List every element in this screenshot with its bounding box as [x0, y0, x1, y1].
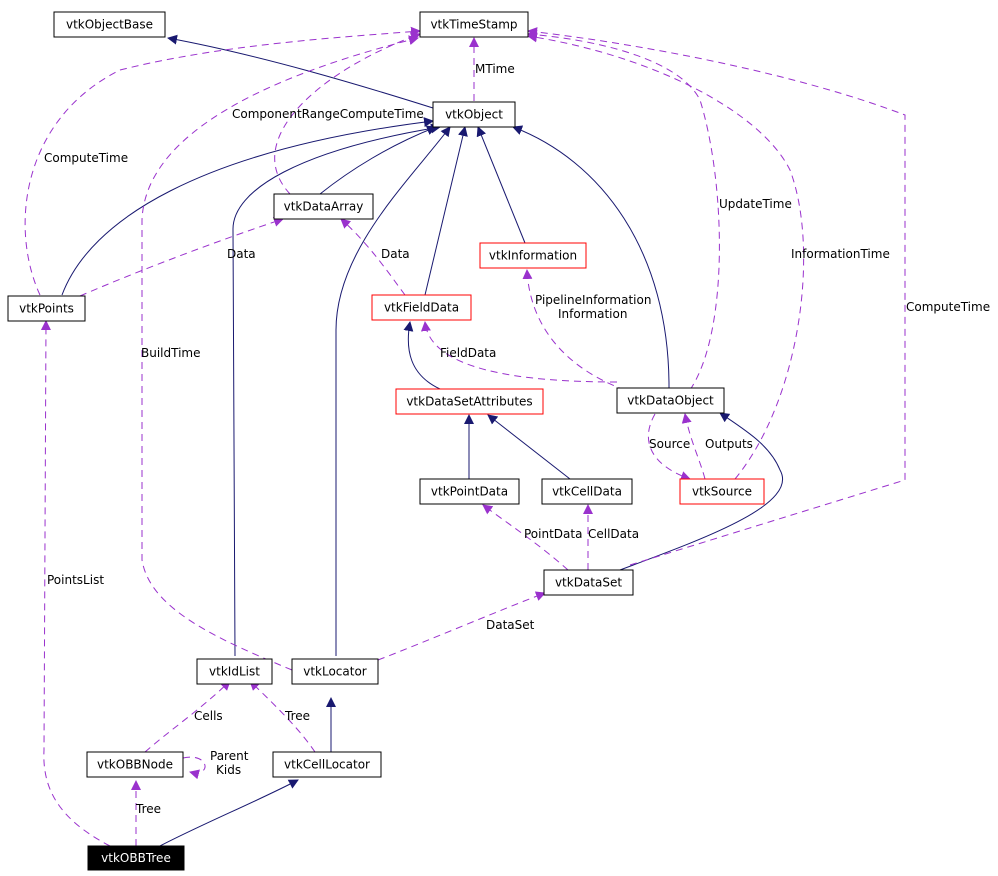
- edge-vtkCellLocator-tree: [249, 680, 316, 753]
- node-vtkObject[interactable]: vtkObject: [432, 101, 516, 128]
- node-label: vtkOBBTree: [101, 851, 171, 865]
- label-pipeline-information: PipelineInformation: [535, 293, 651, 307]
- node-vtkObjectBase[interactable]: vtkObjectBase: [53, 11, 166, 38]
- label-build-time: BuildTime: [141, 346, 201, 360]
- label-update-time: UpdateTime: [719, 197, 792, 211]
- label-fielddata-data: Data: [381, 247, 410, 261]
- edge-vtkDataArray-componentrange: [274, 32, 421, 195]
- label-kids: Kids: [216, 763, 241, 777]
- node-vtkCellData[interactable]: vtkCellData: [541, 478, 633, 505]
- node-vtkLocator[interactable]: vtkLocator: [291, 658, 379, 685]
- node-label: vtkPointData: [431, 485, 508, 499]
- label-points-compute-time: ComputeTime: [44, 151, 128, 165]
- label-outputs: Outputs: [705, 437, 753, 451]
- node-vtkDataSetAttributes[interactable]: vtkDataSetAttributes: [395, 388, 544, 415]
- node-label: vtkDataArray: [284, 200, 364, 214]
- edge-vtkDataSet-pointdata: [482, 504, 569, 571]
- label-dataset-compute-time: ComputeTime: [906, 300, 990, 314]
- edge-vtkPoints-data: [79, 217, 284, 297]
- edge-vtkSource-to-vtkDataObject-outputs: [681, 413, 706, 480]
- node-vtkInformation[interactable]: vtkInformation: [479, 242, 587, 269]
- edge-vtkFieldData-data: [340, 218, 406, 296]
- node-label: vtkInformation: [489, 249, 577, 263]
- node-label: vtkFieldData: [384, 301, 459, 315]
- inheritance-edges: [61, 34, 783, 847]
- label-points-list: PointsList: [47, 573, 104, 587]
- edge-vtkDataObject-updatetime: [527, 29, 720, 391]
- edge-vtkDataObject-to-vtkObject: [512, 125, 670, 391]
- node-vtkDataSet[interactable]: vtkDataSet: [543, 569, 634, 596]
- edge-vtkSource-informationtime: [527, 32, 805, 480]
- node-label: vtkPoints: [19, 302, 74, 316]
- node-label: vtkCellData: [552, 485, 622, 499]
- node-vtkPointData[interactable]: vtkPointData: [419, 478, 520, 505]
- edge-vtkOBBTree-to-vtkCellLocator: [159, 779, 299, 847]
- edge-vtkDataSet-computetime: [527, 27, 906, 566]
- label-dataset: DataSet: [486, 618, 535, 632]
- label-mtime: MTime: [475, 62, 515, 76]
- edge-vtkPoints-to-vtkObject: [61, 117, 434, 296]
- node-vtkOBBTree[interactable]: vtkOBBTree: [87, 845, 185, 871]
- label-information: Information: [558, 307, 627, 321]
- node-label: vtkTimeStamp: [430, 18, 517, 32]
- edge-vtkPoints-computetime: [24, 26, 421, 296]
- label-points-data: Data: [227, 247, 256, 261]
- label-source: Source: [649, 437, 690, 451]
- node-label: vtkDataSetAttributes: [406, 395, 532, 409]
- label-cell-data: CellData: [588, 527, 639, 541]
- edge-vtkLocator-dataset: [377, 591, 546, 661]
- node-label: vtkCellLocator: [284, 758, 370, 772]
- node-label: vtkObjectBase: [66, 18, 153, 32]
- label-obb-tree: Tree: [135, 802, 161, 816]
- node-label: vtkOBBNode: [97, 758, 173, 772]
- node-label: vtkDataSet: [555, 576, 622, 590]
- label-parent: Parent: [210, 749, 249, 763]
- label-field-data: FieldData: [440, 346, 496, 360]
- edge-vtkDataObject-to-vtkSource-source: [647, 413, 691, 481]
- node-vtkDataObject[interactable]: vtkDataObject: [616, 387, 725, 414]
- edge-vtkOBBNode-parentkids: [182, 756, 206, 780]
- edge-vtkInformation-to-vtkObject: [476, 126, 526, 244]
- node-vtkFieldData[interactable]: vtkFieldData: [371, 294, 472, 321]
- edge-vtkDataSetAttributes-to-vtkFieldData: [403, 321, 441, 390]
- edge-vtkCellData-to-vtkDataSetAttributes: [487, 414, 571, 480]
- edge-vtkObject-to-vtkObjectBase: [167, 34, 434, 109]
- nodes: vtkObjectBase vtkTimeStamp vtkObject vtk…: [7, 11, 765, 871]
- edge-vtkDataArray-to-vtkObject: [319, 125, 437, 195]
- node-vtkPoints[interactable]: vtkPoints: [7, 295, 86, 322]
- edge-vtkFieldData-to-vtkObject: [424, 126, 468, 296]
- edge-vtkDataObject-pipelineinformation: [522, 269, 626, 391]
- edge-vtkLocator-to-vtkObject: [335, 126, 451, 656]
- edge-vtkOBBNode-cells: [144, 680, 231, 753]
- node-vtkIdList[interactable]: vtkIdList: [196, 658, 273, 685]
- node-label: vtkDataObject: [627, 394, 714, 408]
- label-information-time: InformationTime: [791, 247, 890, 261]
- node-label: vtkSource: [692, 485, 752, 499]
- label-component-range: ComponentRangeComputeTime: [232, 107, 424, 121]
- member-edges: [24, 26, 906, 847]
- edge-vtkLocator-buildtime: [141, 35, 419, 671]
- label-locator-tree: Tree: [284, 709, 310, 723]
- edge-labels: MTime ComponentRangeComputeTime ComputeT…: [44, 62, 990, 816]
- node-label: vtkIdList: [209, 665, 260, 679]
- node-vtkSource[interactable]: vtkSource: [679, 478, 765, 505]
- edge-vtkIdList-to-vtkObject: [232, 123, 441, 657]
- edge-vtkDataSet-to-vtkDataObject: [619, 412, 783, 571]
- node-vtkDataArray[interactable]: vtkDataArray: [273, 193, 374, 220]
- label-cells: Cells: [194, 709, 223, 723]
- node-label: vtkObject: [445, 108, 503, 122]
- node-label: vtkLocator: [303, 665, 367, 679]
- node-vtkTimeStamp[interactable]: vtkTimeStamp: [419, 11, 529, 38]
- node-vtkOBBNode[interactable]: vtkOBBNode: [86, 751, 184, 778]
- node-vtkCellLocator[interactable]: vtkCellLocator: [272, 751, 382, 778]
- label-point-data: PointData: [524, 527, 582, 541]
- edge-vtkOBBTree-pointslist: [40, 320, 111, 847]
- edge-vtkDataObject-fielddata: [420, 321, 618, 383]
